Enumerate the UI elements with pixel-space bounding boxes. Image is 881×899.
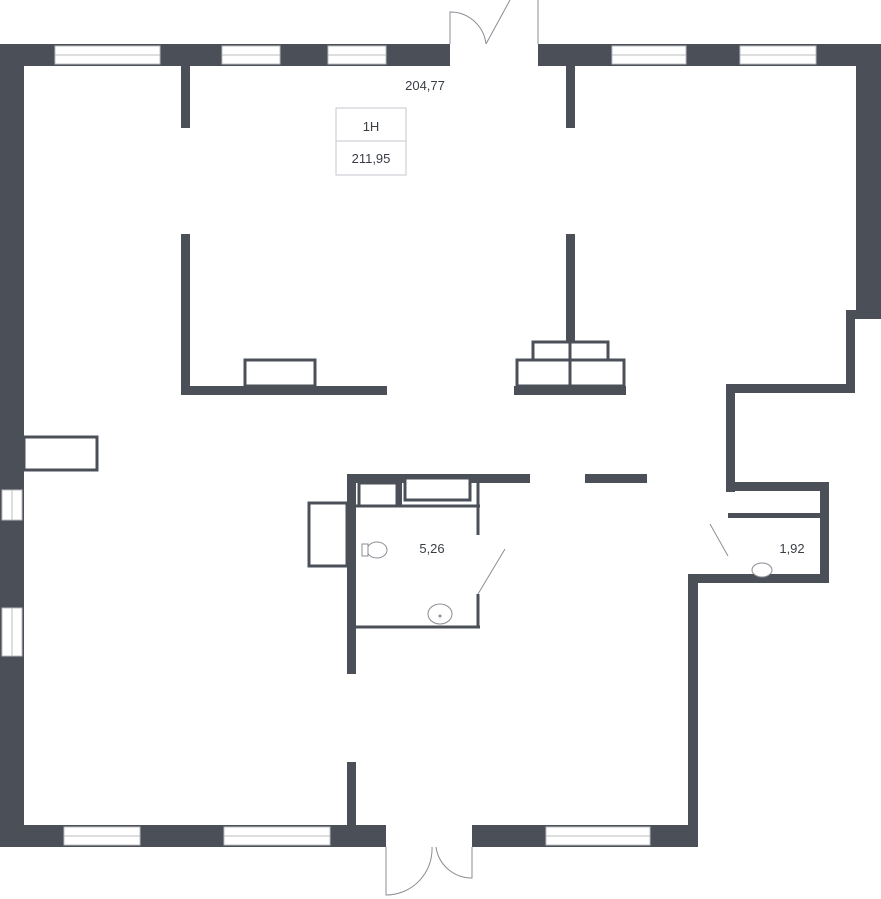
entrance-doors [385,0,539,896]
unit-label-box: 1Н 211,95 [335,107,407,176]
wall-wc2-bottom [690,574,829,583]
wall-wc2-inner [728,513,828,518]
sink-icon-2 [751,562,773,578]
wall-step-1 [846,310,881,319]
interior-partitions [22,66,626,472]
wall-step-2 [846,310,855,393]
cabinet-left-wall [22,435,99,472]
main-room-area: 204,77 [405,78,445,93]
partition-top-left [181,66,190,128]
bathroom-1 [307,474,647,674]
wall-wc2-top [726,482,829,491]
wall-top-right [538,44,881,66]
wc1-wall-top-right [585,474,647,483]
door-top-leaf [485,0,539,45]
partition-mid-left [181,234,190,395]
wc2-area: 1,92 [779,541,804,556]
partition-mid-left-bottom [181,386,387,395]
door-bottom-leaf [435,846,473,879]
windows [1,45,817,846]
wall-right-upper [856,44,881,319]
bathroom-2 [709,523,773,578]
wall-step-3 [726,384,855,393]
toilet-icon [366,541,388,559]
wall-wc2-right [820,482,829,583]
wall-left [0,44,24,847]
wc1-cabinet [403,476,472,502]
partition-mid-right [566,234,575,395]
door-top [449,11,487,45]
wall-step-4 [726,384,735,492]
wc1-wall-left [347,474,356,674]
partition-mid-right-bottom [514,386,626,395]
exterior-walls [0,44,881,847]
wc1-shaft [307,501,349,568]
partition-top-right [566,66,575,128]
wc1-niche [357,481,399,508]
unit-number: 1Н [363,119,380,134]
wc1-area: 5,26 [419,541,444,556]
partition-lower [347,762,356,827]
sink-icon [427,603,453,625]
unit-area: 211,95 [352,151,391,166]
cabinet-left [243,358,317,388]
door-bottom [385,846,433,896]
wall-right-lower [688,574,698,847]
